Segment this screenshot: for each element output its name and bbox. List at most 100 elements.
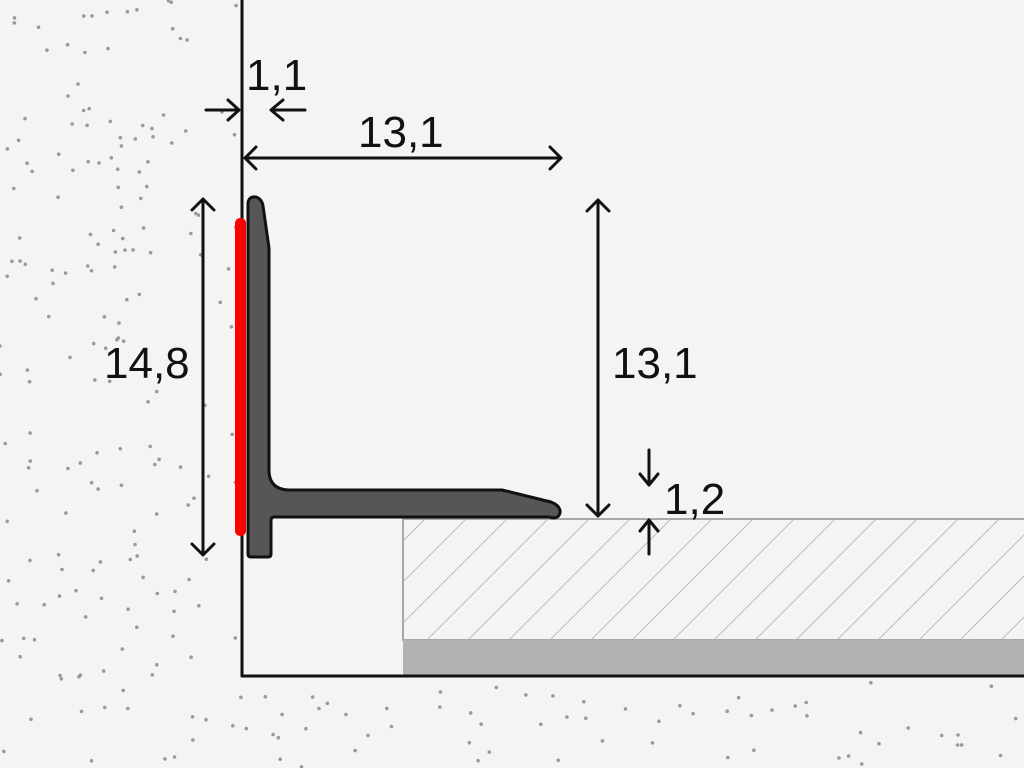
texture-dot <box>116 185 120 190</box>
texture-dot <box>155 591 160 596</box>
texture-dot <box>278 757 283 761</box>
texture-dot <box>123 248 127 252</box>
texture-dot <box>25 161 29 165</box>
texture-dot <box>109 156 114 160</box>
texture-dot <box>132 529 137 533</box>
right-height-label: 13,1 <box>612 339 698 388</box>
texture-dot <box>837 756 841 760</box>
texture-dot <box>218 300 223 305</box>
top-width-label: 13,1 <box>358 108 444 157</box>
texture-dot <box>120 647 125 651</box>
texture-dot <box>191 738 195 742</box>
texture-dot <box>112 265 117 269</box>
texture-dot <box>154 389 159 394</box>
texture-dot <box>119 205 124 209</box>
texture-dot <box>64 511 68 515</box>
texture-dot <box>325 701 330 706</box>
texture-dot <box>556 758 560 763</box>
texture-dot <box>18 259 22 263</box>
texture-dot <box>58 673 62 678</box>
texture-dot <box>304 726 308 731</box>
texture-dot <box>189 655 193 659</box>
texture-dot <box>229 325 234 329</box>
texture-dot <box>68 355 72 360</box>
texture-dot <box>0 638 4 643</box>
texture-dot <box>45 48 49 52</box>
adhesive-strip <box>235 218 246 536</box>
texture-dot <box>74 588 78 593</box>
texture-dot <box>3 441 7 446</box>
texture-dot <box>204 557 209 561</box>
texture-dot <box>140 123 145 128</box>
texture-dot <box>239 695 243 700</box>
texture-dot <box>21 636 26 641</box>
right-height-arrow <box>585 198 611 518</box>
texture-dot <box>438 690 443 694</box>
texture-dot <box>30 169 34 174</box>
texture-dot <box>173 589 177 594</box>
texture-dot <box>50 268 54 273</box>
texture-dot <box>116 336 121 340</box>
texture-dot <box>28 431 32 435</box>
texture-dot <box>150 126 154 131</box>
texture-dot <box>36 25 41 30</box>
texture-dot <box>98 560 103 564</box>
texture-dot <box>752 748 756 752</box>
texture-dot <box>82 14 86 18</box>
texture-dot <box>178 465 183 469</box>
texture-dot <box>178 36 183 41</box>
texture-dot <box>906 726 910 730</box>
texture-dot <box>137 292 142 297</box>
texture-dot <box>793 704 797 708</box>
texture-dot <box>145 184 149 189</box>
texture-dot <box>805 714 809 718</box>
texture-dot <box>42 602 46 607</box>
texture-dot <box>17 236 22 240</box>
base-thickness-label: 1,2 <box>664 475 725 524</box>
texture-dot <box>26 466 31 470</box>
texture-dot <box>121 236 125 241</box>
texture-dot <box>107 379 112 384</box>
texture-dot <box>121 339 126 344</box>
texture-dot <box>83 615 88 619</box>
texture-dot <box>263 694 268 699</box>
texture-dot <box>102 315 107 319</box>
texture-dot <box>119 483 124 488</box>
texture-dot <box>15 602 19 606</box>
texture-dot <box>989 684 994 688</box>
texture-dot <box>90 14 94 18</box>
texture-dot <box>113 250 118 254</box>
texture-dot <box>600 739 605 743</box>
texture-dot <box>650 741 655 745</box>
l-profile <box>246 195 562 559</box>
texture-dot <box>233 636 238 640</box>
texture-dot <box>59 677 64 681</box>
texture-dot <box>0 344 2 348</box>
texture-dot <box>939 733 944 738</box>
texture-dot <box>584 716 588 720</box>
texture-dot <box>119 144 124 148</box>
texture-dot <box>353 748 357 753</box>
texture-dot <box>366 733 370 738</box>
texture-dot <box>2 749 6 754</box>
texture-dot <box>70 122 74 126</box>
texture-dot <box>51 281 55 286</box>
texture-dot <box>57 594 62 598</box>
texture-dot <box>83 50 87 55</box>
texture-dot <box>111 228 116 233</box>
gap-width-label: 1,1 <box>246 51 307 100</box>
texture-dot <box>56 552 61 557</box>
texture-dot <box>34 296 38 301</box>
texture-dot <box>146 400 150 404</box>
texture-dot <box>56 152 61 156</box>
texture-dot <box>85 264 90 268</box>
base-thickness-arrows <box>638 448 660 556</box>
texture-dot <box>344 712 348 717</box>
texture-dot <box>117 321 121 325</box>
texture-dot <box>476 758 480 763</box>
texture-dot <box>155 662 159 667</box>
texture-dot <box>106 46 110 51</box>
